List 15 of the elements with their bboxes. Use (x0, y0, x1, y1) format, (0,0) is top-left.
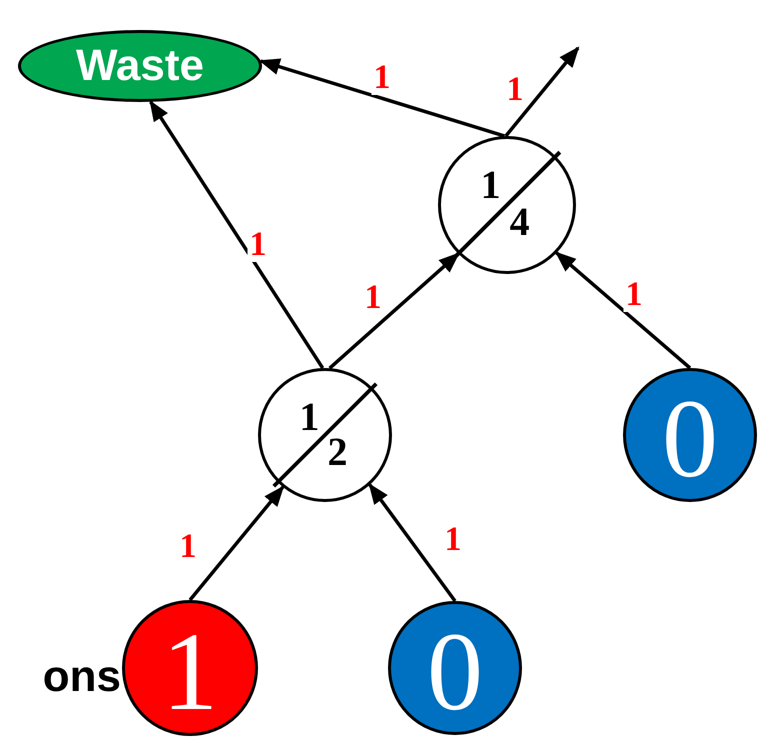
denominator: 2 (328, 432, 348, 472)
arrow (328, 252, 460, 370)
arrow (188, 485, 284, 602)
arrow (555, 252, 692, 370)
node-label: 0 (427, 616, 483, 728)
arrow (368, 483, 456, 602)
arrow (504, 46, 580, 138)
node-label: Waste (76, 44, 204, 88)
denominator: 4 (510, 202, 530, 242)
side-text: ons (42, 655, 121, 699)
node-label: 0 (662, 383, 718, 495)
node-label: 1 (162, 616, 218, 728)
arrow (149, 100, 324, 369)
numerator: 1 (299, 396, 320, 437)
numerator: 1 (480, 165, 501, 206)
